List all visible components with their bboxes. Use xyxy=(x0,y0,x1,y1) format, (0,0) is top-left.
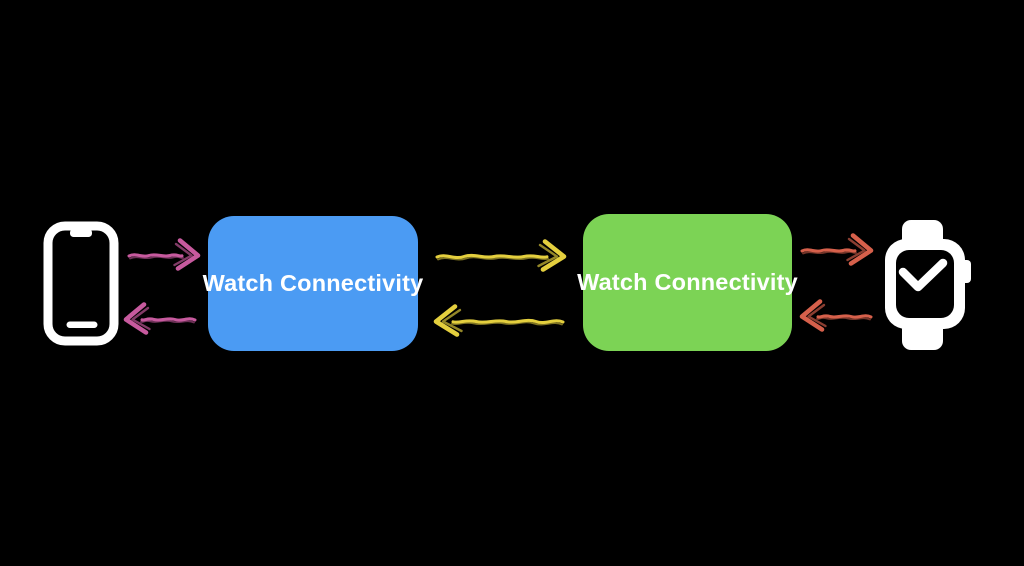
watch-connectivity-box-phone-side: Watch Connectivity xyxy=(203,216,423,351)
arrow-apple-watch-to-green-box xyxy=(798,297,874,333)
arrow-green-box-to-blue-box xyxy=(430,302,566,338)
iphone-icon xyxy=(43,221,119,346)
watch-connectivity-label: Watch Connectivity xyxy=(202,270,424,296)
arrow-green-box-to-apple-watch xyxy=(799,231,875,267)
watch-connectivity-box-watch-side: Watch Connectivity xyxy=(577,214,798,351)
arrow-iphone-to-blue-box xyxy=(126,236,202,272)
watch-connectivity-label: Watch Connectivity xyxy=(577,269,798,295)
apple-watch-icon xyxy=(884,219,974,351)
arrow-blue-box-to-iphone xyxy=(122,300,198,336)
arrow-blue-box-to-green-box xyxy=(434,237,570,273)
